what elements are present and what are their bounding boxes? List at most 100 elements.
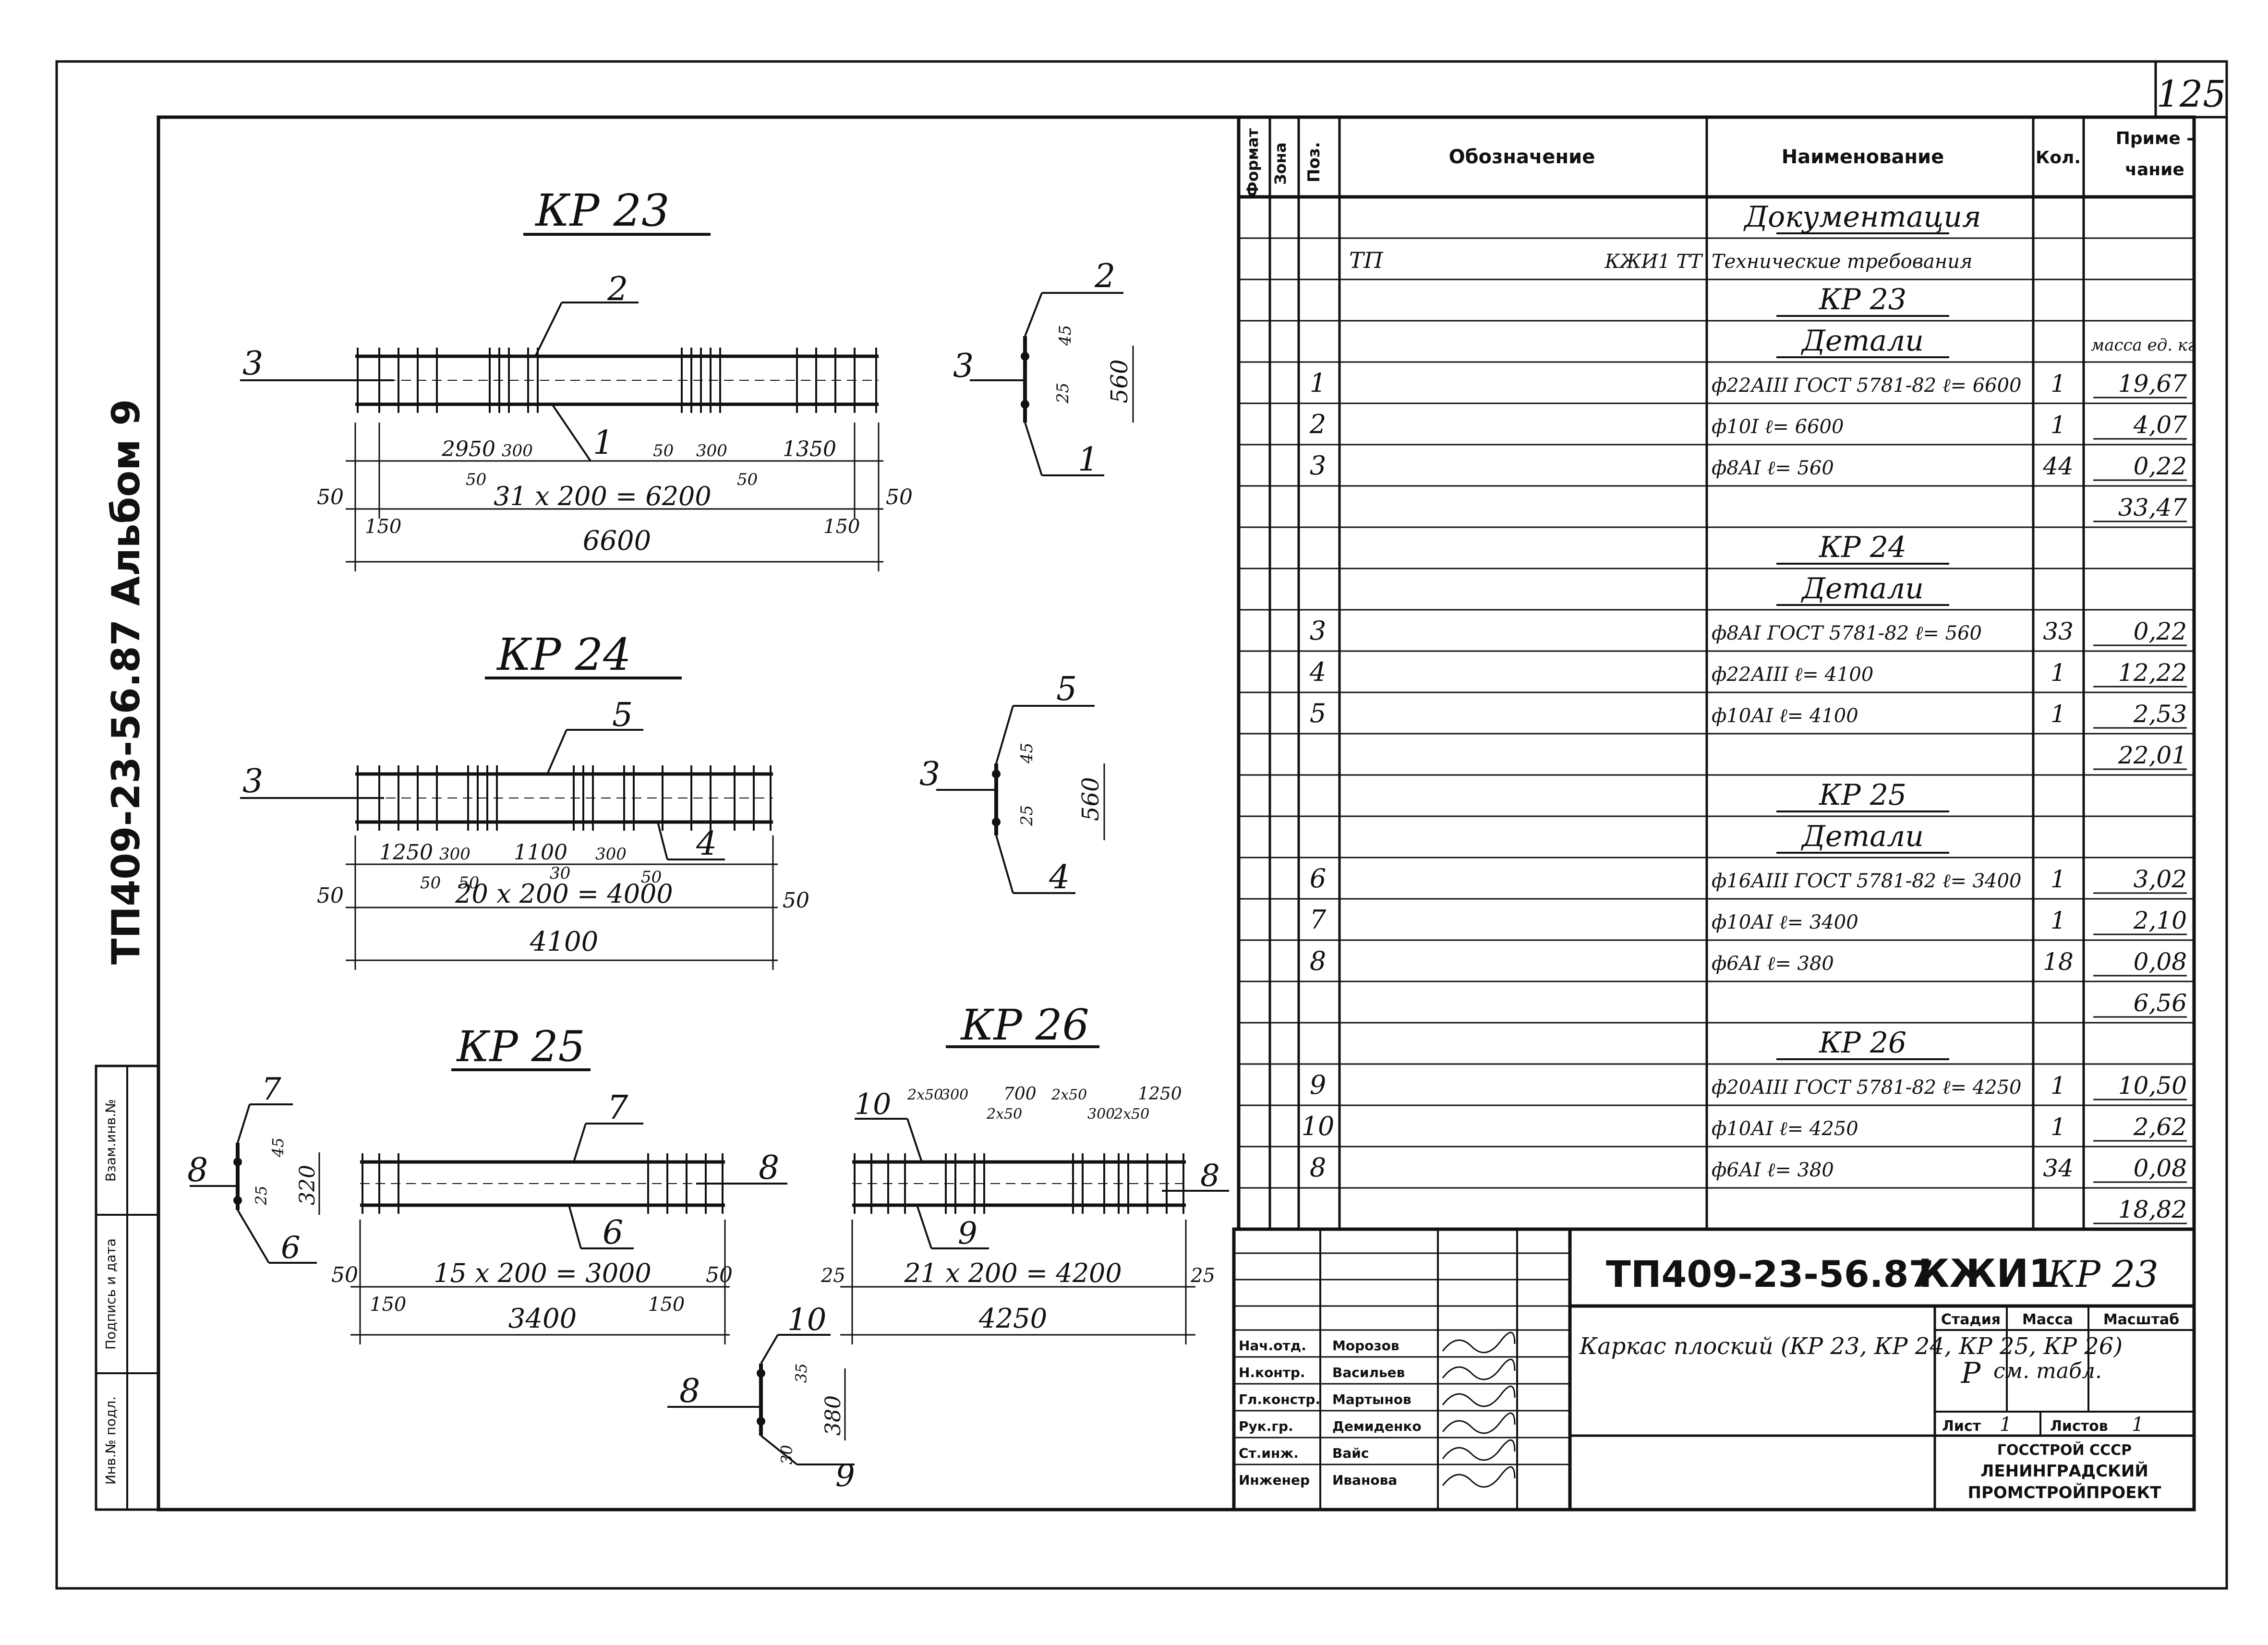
spec-row: Детали: [1776, 820, 1949, 854]
specification-table: Формат Зона Поз. Обозначение Наименовани…: [1237, 117, 2196, 1230]
kp26-dim-side-left: 25: [820, 1265, 845, 1287]
tb-scale-label: Масштаб: [2103, 1311, 2179, 1328]
kp25-dim-total: 3400: [508, 1303, 577, 1334]
spec-total-mass: 33,47: [2118, 494, 2187, 521]
spec-header-row: Формат Зона Поз. Обозначение Наименовани…: [1243, 128, 2194, 197]
staff-name: Мартынов: [1332, 1391, 1411, 1407]
spec-pos: 8: [1310, 1152, 1326, 1183]
spec-note: 2,53: [2133, 700, 2187, 728]
kp26-sec-h: 380: [821, 1395, 845, 1436]
kp26-sec-left: 8: [679, 1372, 700, 1410]
kp23-sec-bottom: 1: [1078, 441, 1098, 479]
spec-total-mass: 18,82: [2118, 1196, 2187, 1223]
outer-frame: [55, 60, 2228, 1590]
kp26-sec-bottom: 9: [835, 1458, 855, 1494]
spec-grid: [1237, 117, 2196, 1230]
kp25-sec-bottom: 6: [281, 1230, 301, 1266]
spec-row: КР 26: [1776, 1026, 1949, 1060]
kp26-dim-total: 4250: [978, 1303, 1048, 1334]
spec-name: ф16АIII ГОСТ 5781-82 ℓ= 3400: [1712, 870, 2022, 892]
spec-pos: 1: [1310, 368, 1326, 398]
spec-name: ф6АI ℓ= 380: [1712, 953, 1834, 975]
spec-pos: 3: [1310, 450, 1326, 481]
kp23-leader-left: 3: [242, 345, 263, 383]
spec-qty: 1: [2051, 865, 2066, 893]
kp23-dim-50a: 50: [466, 470, 486, 489]
tb-sheet-label: Лист: [1942, 1418, 1981, 1435]
kp25-sec-h: 320: [295, 1165, 320, 1205]
kp25-sec-top: 7: [262, 1072, 281, 1107]
sheet-number: 125: [2156, 73, 2226, 115]
kp24-section: 3 5 4 560 45 25: [919, 670, 1105, 896]
spec-total-mass: 6,56: [2134, 989, 2187, 1017]
kp24-title: КР 24: [496, 629, 631, 680]
staff-name: Васильев: [1332, 1365, 1405, 1380]
kp23-leader-main: 2: [607, 270, 628, 308]
kp23-dim-span: 31 х 200 = 6200: [494, 481, 712, 511]
kp24-dim-50a: 50: [420, 873, 441, 893]
kp26-dim-span: 21 х 200 = 4200: [904, 1258, 1122, 1288]
header-note: Приме -: [2116, 129, 2194, 148]
kp24-leader-main: 5: [612, 696, 633, 734]
spec-note: 10,50: [2118, 1072, 2187, 1100]
header-zone: Зона: [1271, 143, 1290, 185]
kp26-sec-top: 10: [787, 1302, 826, 1338]
spec-row: КР 23: [1776, 283, 1949, 317]
kp24-dim-side-left: 50: [317, 883, 344, 908]
kp23-dim-150-right: 150: [823, 516, 860, 538]
kp23-sec-h: 560: [1106, 359, 1133, 403]
kp23-title: КР 23: [534, 185, 669, 236]
signature: [1442, 1439, 1516, 1461]
spec-row: 6,56: [2093, 989, 2187, 1018]
stamp-replace: Взам.инв.№: [103, 1099, 119, 1182]
kp26-sec-d30: 30: [778, 1445, 796, 1464]
kp25-leader-right: 8: [759, 1149, 779, 1187]
kp25-title: КР 25: [456, 1022, 585, 1071]
spec-note: 2,62: [2133, 1113, 2187, 1141]
spec-pos: 4: [1309, 657, 1326, 687]
spec-name: ф22АIII ГОСТ 5781-82 ℓ= 6600: [1712, 375, 2022, 397]
spec-pos: 3: [1310, 616, 1326, 646]
signature: [1442, 1385, 1516, 1407]
spec-name: ф10I ℓ= 6600: [1712, 416, 1844, 438]
kp24-dim-50c: 50: [641, 868, 662, 887]
kp25-dim-side-left: 50: [331, 1263, 358, 1287]
kp24-sec-bottom: 4: [1049, 859, 1070, 896]
staff-role: Ст.инж.: [1239, 1445, 1299, 1461]
kp25-dim-span: 15 х 200 = 3000: [434, 1258, 651, 1288]
header-qty: Кол.: [2036, 148, 2081, 168]
spec-name: ф20АIII ГОСТ 5781-82 ℓ= 4250: [1712, 1077, 2022, 1099]
kp25-leader-bottom: 6: [603, 1214, 623, 1252]
spec-pos: 5: [1310, 698, 1326, 728]
spec-name: ф8АI ℓ= 560: [1712, 457, 1834, 479]
spec-name: ф10АI ℓ= 4100: [1712, 705, 1858, 727]
kp24-dim-span: 20 х 200 = 4000: [455, 879, 673, 909]
spec-pos: 10: [1302, 1111, 1335, 1141]
spec-row: 22,01: [2093, 741, 2187, 770]
kp24-leader-bottom: 4: [696, 825, 717, 863]
tb-sheets-label: Листов: [2050, 1418, 2108, 1435]
kp23-dim-150-left: 150: [365, 516, 401, 538]
header-name: Наименование: [1782, 146, 1944, 168]
spec-qty: 44: [2042, 452, 2074, 480]
staff-role: Рук.гр.: [1239, 1418, 1293, 1434]
kp24-dim-300a: 300: [439, 845, 470, 864]
kp23-dim-side-left: 50: [317, 485, 344, 509]
signature: [1442, 1331, 1516, 1354]
kp23-dim-side-right: 50: [886, 485, 913, 509]
tb-org-2: ЛЕНИНГРАДСКИЙ: [1980, 1461, 2148, 1481]
kp23-dim-total: 6600: [583, 525, 651, 556]
tb-org-1: ГОССТРОЙ СССР: [1997, 1441, 2132, 1459]
left-stamp: Инв.№ подл. Подпись и дата Взам.инв.№: [95, 1064, 160, 1511]
spec-qty: 33: [2043, 617, 2074, 645]
kp23-section: 3 2 1 560 45 25: [953, 257, 1134, 479]
spec-note: 0,22: [2134, 617, 2187, 645]
kp23-sec-d45: 45: [1056, 325, 1075, 346]
